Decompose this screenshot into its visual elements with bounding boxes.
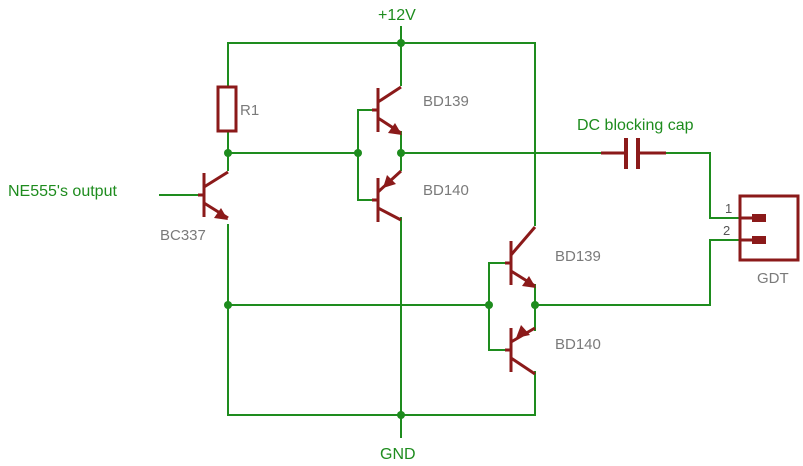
q1-top-collector-lead: [377, 85, 402, 104]
transistor-bd140-lower: [505, 325, 536, 376]
capacitor-dc-blocking: [601, 138, 666, 169]
junction-driver2-output: [531, 301, 539, 309]
transistor-bc337: [198, 170, 229, 220]
bc337-collector-lead: [203, 170, 229, 189]
q1-bottom-collector-lead: [377, 206, 402, 222]
junction-r1-bottom: [224, 149, 232, 157]
labels: +12V GND NE555's output DC blocking cap …: [8, 7, 789, 463]
supply-label: +12V: [378, 7, 416, 24]
q1-bottom-emitter-arrow: [383, 175, 396, 188]
junction-driver1-base: [354, 149, 362, 157]
transistor-bd139-lower: [505, 226, 537, 288]
r1-label: R1: [240, 102, 259, 119]
bc337-emitter-arrow: [214, 208, 228, 220]
gdt-pin2-socket: [752, 236, 766, 244]
q2-top-label: BD139: [555, 248, 601, 265]
resistor-r1-body: [216, 85, 238, 133]
q1-top-label: BD139: [423, 93, 469, 110]
input-label: NE555's output: [8, 183, 117, 200]
junction-bc337-emitter: [224, 301, 232, 309]
transistor-bd139-upper: [372, 85, 402, 135]
ground-label: GND: [380, 446, 416, 463]
capacitor-label: DC blocking cap: [577, 117, 694, 134]
junction-supply: [397, 39, 405, 47]
transistor-bd140-upper: [372, 169, 403, 222]
bc337-label: BC337: [160, 227, 206, 244]
q2-bottom-label: BD140: [555, 336, 601, 353]
cap-right-plate: [636, 138, 640, 169]
q1-bottom-label: BD140: [423, 182, 469, 199]
gdt-pin2-label: 2: [723, 223, 730, 238]
gdt-pin1-label: 1: [725, 201, 732, 216]
junction-driver1-output: [397, 149, 405, 157]
wires: [159, 26, 741, 438]
q2-top-emitter-arrow: [522, 276, 536, 288]
cap-left-plate: [624, 138, 628, 169]
gdt-pin1-socket: [752, 214, 766, 222]
q2-top-collector-lead: [509, 226, 537, 256]
resistor-r1: [216, 85, 238, 133]
junctions: [224, 39, 539, 419]
gdt-body: [738, 194, 800, 262]
q2-bottom-collector-lead: [510, 356, 536, 376]
connector-gdt: [738, 194, 800, 262]
q2-bottom-emitter-arrow: [516, 325, 530, 338]
gdt-label: GDT: [757, 270, 789, 287]
q1-top-emitter-arrow: [388, 123, 402, 135]
junction-driver2-base: [485, 301, 493, 309]
junction-ground: [397, 411, 405, 419]
